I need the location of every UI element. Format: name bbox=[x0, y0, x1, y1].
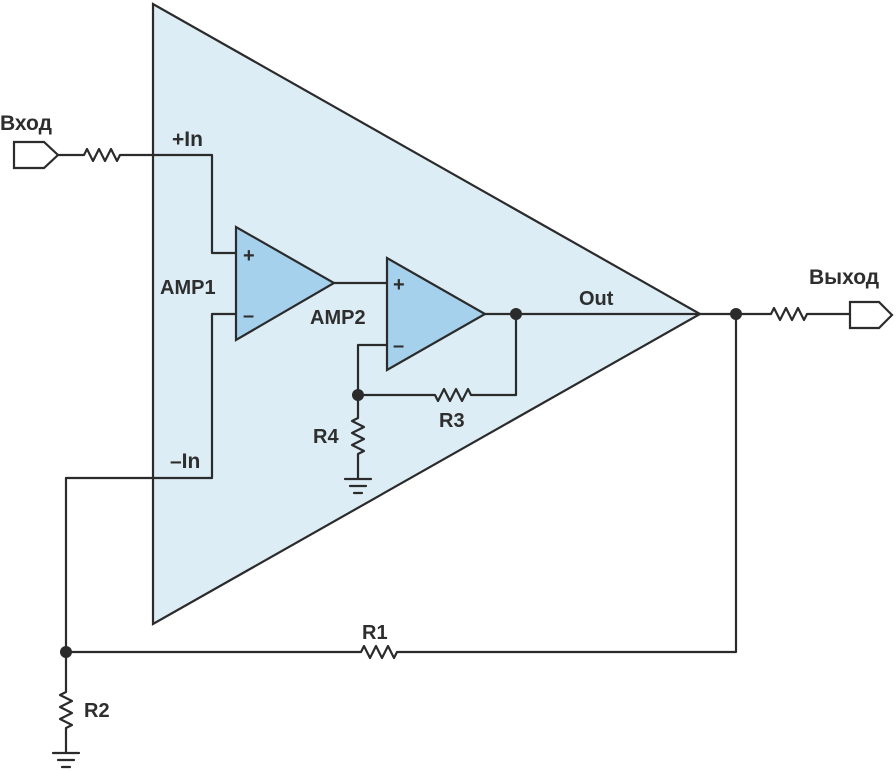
r3-label: R3 bbox=[439, 410, 465, 432]
output-label: Выход bbox=[809, 266, 879, 289]
input-port bbox=[12, 140, 60, 170]
ground-icon bbox=[343, 477, 373, 495]
amp1-plus-sign: + bbox=[243, 245, 255, 267]
output-port bbox=[848, 300, 894, 330]
amp1-label: AMP1 bbox=[160, 277, 216, 299]
amp1-minus-sign: – bbox=[243, 305, 254, 327]
out-label: Out bbox=[579, 288, 614, 310]
r1-feedback-wire bbox=[64, 312, 738, 660]
plus-in-label: +In bbox=[172, 128, 203, 151]
output-wire bbox=[698, 306, 852, 322]
r1-label: R1 bbox=[362, 622, 388, 644]
amp2-inverting-wire bbox=[356, 343, 389, 397]
minus-in-label: –In bbox=[170, 450, 200, 473]
input-label: Вход bbox=[0, 112, 52, 135]
r3-feedback-wire bbox=[356, 312, 518, 403]
amp2-minus-sign: – bbox=[393, 335, 404, 357]
amp1-opamp bbox=[234, 225, 337, 342]
r2-resistor bbox=[58, 650, 74, 754]
r2-label: R2 bbox=[84, 700, 110, 722]
ground-icon bbox=[51, 751, 81, 769]
r4-label: R4 bbox=[313, 426, 339, 448]
amp2-opamp bbox=[385, 256, 488, 372]
amp1-inverting-wire bbox=[64, 312, 238, 480]
input-wire bbox=[56, 147, 238, 255]
r4-resistor bbox=[350, 393, 366, 480]
amp2-plus-sign: + bbox=[393, 274, 405, 296]
amp2-label: AMP2 bbox=[310, 307, 366, 329]
